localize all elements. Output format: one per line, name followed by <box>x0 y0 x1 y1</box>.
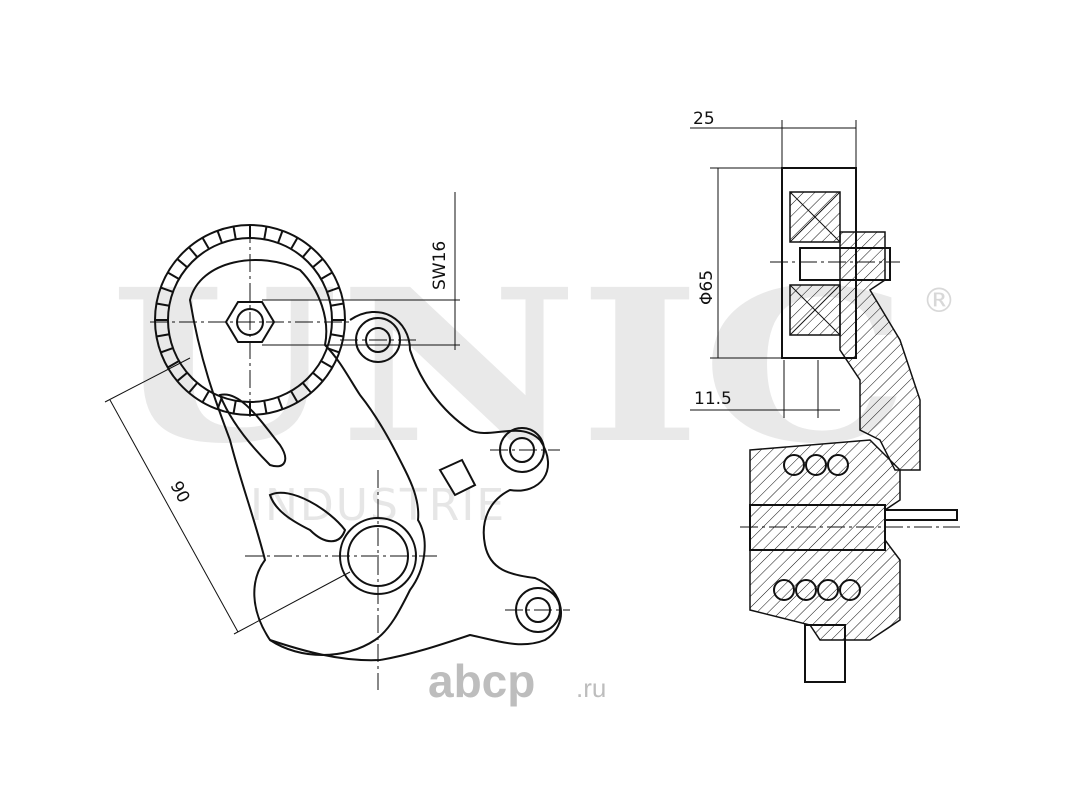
roller-5 <box>795 579 817 601</box>
front-view: SW16 90 <box>104 192 570 690</box>
side-section-view: 25 Φ65 11.5 <box>690 109 960 683</box>
length-ext-bottom <box>233 571 351 635</box>
roller-3 <box>827 454 849 476</box>
arm-slot-upper <box>218 393 287 468</box>
bracket-housing <box>269 310 562 662</box>
roller-4 <box>773 579 795 601</box>
pulley-rib <box>320 271 333 280</box>
dim-diameter-label: Φ65 <box>697 270 717 305</box>
length-ext-top <box>104 357 191 403</box>
pulley-rib <box>232 226 237 240</box>
pointer-tab <box>438 458 477 497</box>
watermark-tagline: INDUSTRIE <box>250 480 506 531</box>
tensioner-arm <box>188 259 426 656</box>
arm-section <box>839 231 921 471</box>
pulley-rib <box>330 333 344 338</box>
pulley-rib <box>216 230 223 244</box>
pulley-rib <box>201 390 210 403</box>
pulley-rib <box>263 400 268 414</box>
pulley-rib <box>301 382 312 394</box>
arm-slot-lower <box>268 491 347 543</box>
mount-hole-top-inner <box>365 327 391 353</box>
pulley-rib <box>167 271 180 280</box>
dim-sw-label: SW16 <box>430 241 450 290</box>
pulley-rib <box>290 390 299 403</box>
pulley-rib <box>290 237 299 250</box>
roller-6 <box>817 579 839 601</box>
pulley-rib <box>320 360 333 369</box>
pulley-rib <box>160 286 174 293</box>
abcp-logo: abcp .ru <box>428 655 606 707</box>
pulley-rib <box>312 258 324 269</box>
roller-2 <box>805 454 827 476</box>
pulley-rib <box>176 258 188 269</box>
abcp-logo-name: abcp <box>428 655 535 707</box>
pulley-rib <box>156 302 170 307</box>
roller-7 <box>839 579 861 601</box>
roller-1 <box>783 454 805 476</box>
pulley-rib <box>326 286 340 293</box>
abcp-logo-suffix: .ru <box>576 673 606 703</box>
pulley-rib <box>167 360 180 369</box>
pulley-rib <box>188 382 199 394</box>
pulley-rib <box>176 371 188 382</box>
pulley-rib <box>263 226 268 240</box>
pulley-rib <box>301 246 312 258</box>
pulley-rib <box>277 396 284 410</box>
pulley-rib <box>277 230 284 244</box>
pulley-rib <box>312 371 324 382</box>
length-dim-line <box>109 399 239 633</box>
pulley-rib <box>188 246 199 258</box>
pulley-rib <box>156 333 170 338</box>
shaft-pin <box>884 509 958 521</box>
bearing-upper-x2 <box>789 191 841 243</box>
pulley-rib <box>330 302 344 307</box>
pulley-rib <box>160 347 174 354</box>
pulley-rib <box>201 237 210 250</box>
dim-width-label: 25 <box>693 109 715 129</box>
mount-foot <box>804 624 846 683</box>
registered-mark: ® <box>922 281 956 321</box>
dim-offset-label: 11.5 <box>694 389 732 409</box>
bearing-lower-x2 <box>789 284 841 336</box>
pulley-rib <box>232 400 237 414</box>
